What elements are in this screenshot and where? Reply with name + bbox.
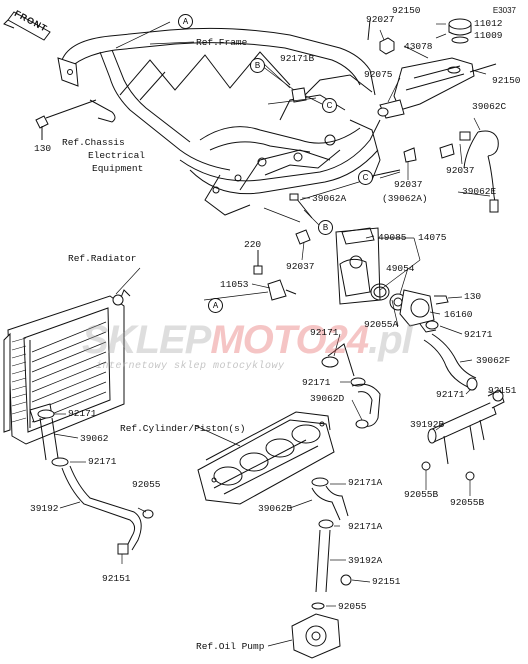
part-16160: 16160: [444, 309, 473, 320]
part-92037-mid: 92037: [394, 179, 423, 190]
part-92171-center-lower: 92171: [302, 377, 331, 388]
callout-a-top: A: [178, 14, 193, 29]
part-92171-center: 92171: [310, 327, 339, 338]
watermark-part-d: .pl: [368, 318, 413, 362]
oil-pump-drawing: [291, 613, 341, 659]
part-92150-right: 92150: [492, 75, 521, 86]
ref-frame: Ref.Frame: [196, 37, 248, 48]
ref-chassis-line2: Electrical: [88, 150, 146, 161]
callout-c-mid: C: [358, 170, 373, 185]
part-39192: 39192: [30, 503, 59, 514]
part-92055b-left: 92055B: [404, 489, 439, 500]
part-92037-right: 92037: [446, 165, 475, 176]
ref-oil-pump: Ref.Oil Pump: [196, 641, 265, 652]
part-92171-left-lower: 92171: [88, 456, 117, 467]
part-39062c: 39062C: [472, 101, 507, 112]
part-39062: 39062: [80, 433, 109, 444]
part-92037-left: 92037: [286, 261, 315, 272]
part-39062b: 39062B: [258, 503, 293, 514]
ref-chassis-line3: Equipment: [92, 163, 144, 174]
part-92151-right: 92151: [488, 385, 517, 396]
callout-b-mid: B: [318, 220, 333, 235]
expansion-tank-drawing: [377, 57, 497, 119]
part-39062a-paren: (39062A): [382, 193, 428, 204]
part-39062d: 39062D: [310, 393, 345, 404]
part-39192b: 39192B: [410, 419, 445, 430]
front-arrow-icon: [7, 11, 51, 41]
diagram-code: E3037: [492, 6, 516, 15]
part-92055-bottom: 92055: [338, 601, 367, 612]
part-92171-left-upper: 92171: [68, 408, 97, 419]
part-130-top: 130: [34, 143, 52, 154]
ref-chassis-line1: Ref.Chassis: [62, 137, 125, 148]
part-92151-left: 92151: [102, 573, 131, 584]
part-49054: 49054: [386, 263, 415, 274]
ref-radiator: Ref.Radiator: [68, 253, 137, 264]
part-92171-right-upper: 92171: [464, 329, 493, 340]
watermark-tagline: internetowy sklep motocyklowy: [96, 361, 285, 372]
watermark-part-c: 24: [325, 318, 369, 362]
watermark-part-b: MOTO: [210, 318, 326, 362]
part-92055b-right: 92055B: [450, 497, 485, 508]
part-92027: 92027: [366, 14, 395, 25]
water-pump-drawing: [389, 289, 449, 333]
part-92171-right-lower: 92171: [436, 389, 465, 400]
part-39192a: 39192A: [348, 555, 383, 566]
callout-a-mid: A: [208, 298, 223, 313]
part-92151-bottom: 92151: [372, 576, 401, 587]
part-92055a: 92055A: [364, 319, 399, 330]
part-92171a-upper: 92171A: [348, 477, 383, 488]
part-92171a-lower: 92171A: [348, 521, 383, 532]
pipe-39192b-drawing: [421, 389, 505, 481]
part-39062f: 39062F: [476, 355, 511, 366]
part-11012: 11012: [474, 18, 503, 29]
part-14075: 14075: [418, 232, 447, 243]
cylinder-block-drawing: [197, 411, 335, 505]
watermark-part-a: SKLEP: [82, 318, 211, 362]
part-11053: 11053: [220, 279, 249, 290]
callout-c-top: C: [322, 98, 337, 113]
part-39062a: 39062A: [312, 193, 347, 204]
part-43078: 43078: [404, 41, 433, 52]
ref-cylinder: Ref.Cylinder/Piston(s): [120, 423, 246, 434]
part-220: 220: [244, 239, 262, 250]
part-92055-left: 92055: [132, 479, 161, 490]
part-130-right: 130: [464, 291, 482, 302]
part-11009: 11009: [474, 30, 503, 41]
callout-b-top: B: [250, 58, 265, 73]
part-39062e: 39062E: [462, 186, 497, 197]
part-92171b: 92171B: [280, 53, 315, 64]
part-49085: 49085: [378, 232, 407, 243]
part-92150-top: 92150: [392, 5, 421, 16]
part-92075: 92075: [364, 69, 393, 80]
watermark-brand: SKLEPMOTO24.pl: [82, 318, 413, 363]
